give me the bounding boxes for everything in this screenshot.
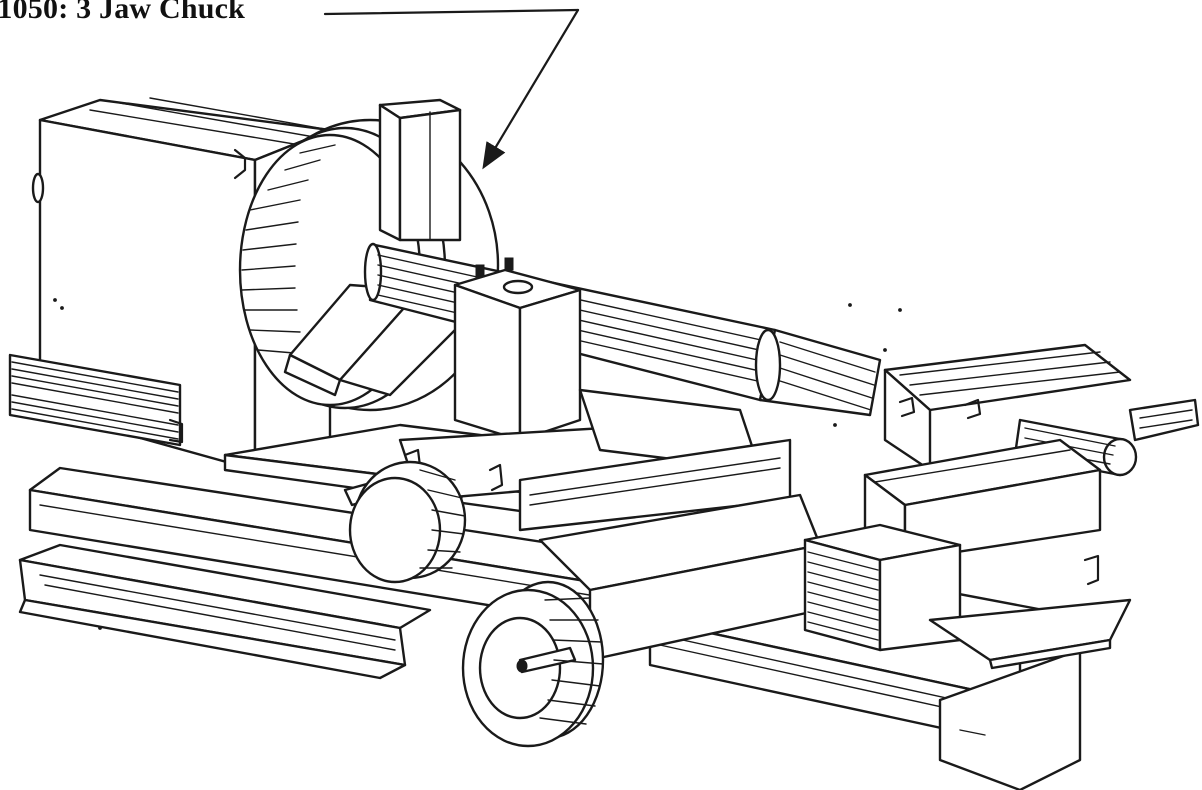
apron-handwheel xyxy=(461,580,605,748)
callout-leader xyxy=(323,8,580,170)
cross-slide-handwheel xyxy=(343,460,467,584)
tool-post xyxy=(453,257,582,442)
lathe-bed xyxy=(18,466,662,680)
part-callout-label: rt 1050: 3 Jaw Chuck xyxy=(0,0,245,25)
drawing-specks xyxy=(53,298,902,630)
tailstock xyxy=(863,343,1200,586)
feed-gearbox xyxy=(803,523,1132,670)
